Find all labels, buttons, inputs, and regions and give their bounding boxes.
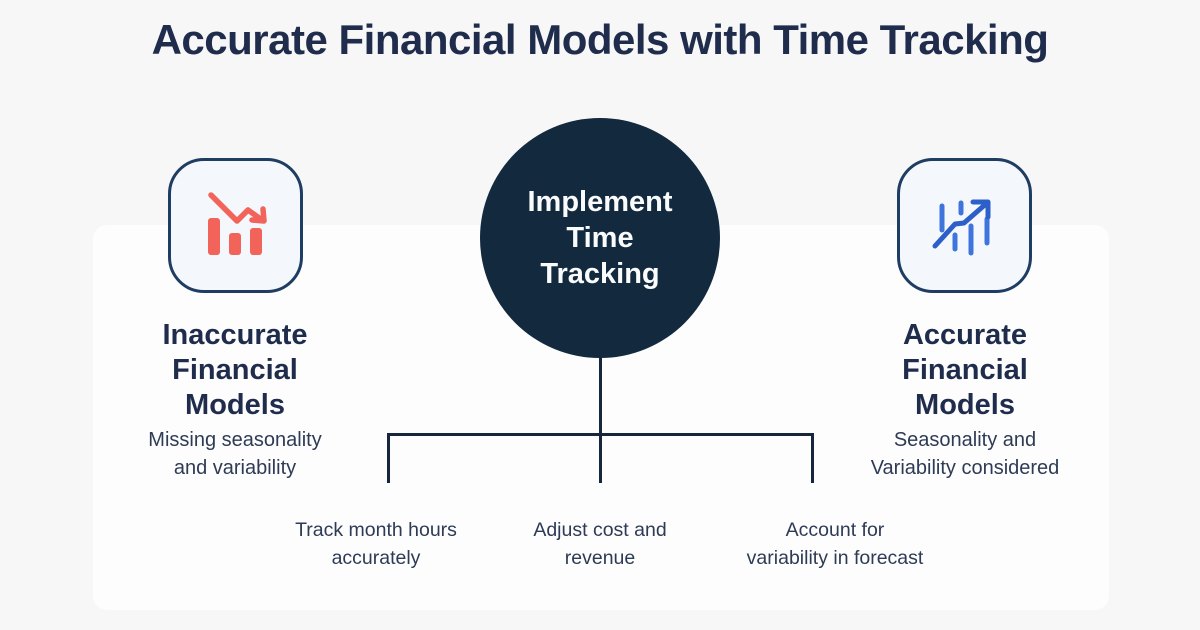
page-title: Accurate Financial Models with Time Trac… bbox=[151, 16, 1049, 63]
branch-label-adjust-cost: Adjust cost and revenue bbox=[533, 519, 667, 569]
branch-label-account-variability: Account for variability in forecast bbox=[746, 519, 924, 569]
rising-trend-chart-icon bbox=[932, 199, 990, 255]
declining-bar-chart-icon bbox=[207, 191, 267, 255]
accurate-models-subtitle: Seasonality and Variability considered bbox=[870, 429, 1060, 479]
connector-drop-right bbox=[811, 433, 814, 483]
right-icon-tile bbox=[897, 158, 1032, 293]
inaccurate-models-subtitle: Missing seasonality and variability bbox=[148, 429, 322, 479]
right-text-block: Accurate Financial Models Seasonality an… bbox=[815, 318, 1115, 482]
circle-label: Implement Time Tracking bbox=[527, 186, 673, 290]
left-text-block: Inaccurate Financial Models Missing seas… bbox=[85, 318, 385, 482]
implement-time-tracking-circle: Implement Time Tracking bbox=[480, 118, 720, 358]
connector-drop-center bbox=[599, 433, 602, 483]
connector-drop-left bbox=[387, 433, 390, 483]
accurate-models-heading: Accurate Financial Models bbox=[902, 319, 1028, 421]
branch-label-track-hours: Track month hours accurately bbox=[295, 519, 457, 569]
left-icon-tile bbox=[168, 158, 303, 293]
connector-stem bbox=[599, 356, 602, 436]
inaccurate-models-heading: Inaccurate Financial Models bbox=[162, 319, 308, 421]
